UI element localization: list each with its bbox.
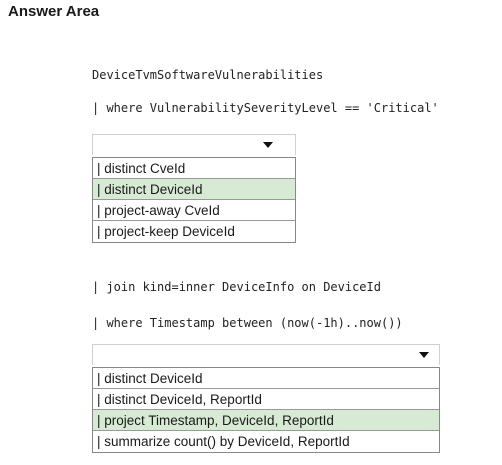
- dropdown-2-option[interactable]: | summarize count() by DeviceId, ReportI…: [97, 434, 350, 449]
- answer-area-title: Answer Area: [8, 3, 100, 20]
- chevron-down-icon[interactable]: [419, 352, 429, 358]
- dropdown-2-option[interactable]: | distinct DeviceId: [93, 368, 439, 389]
- dropdown-1-header[interactable]: [92, 134, 296, 155]
- dropdown-2-option-selected[interactable]: | project Timestamp, DeviceId, ReportId: [93, 410, 439, 431]
- dropdown-2-option[interactable]: | distinct DeviceId, ReportId: [93, 389, 439, 410]
- dropdown-1-options: | distinct CveId | distinct DeviceId | p…: [92, 157, 296, 243]
- dropdown-2-header[interactable]: [92, 344, 440, 365]
- code-line-where-severity: | where VulnerabilitySeverityLevel == 'C…: [92, 101, 439, 115]
- code-line-table: DeviceTvmSoftwareVulnerabilities: [92, 68, 324, 82]
- code-line-where-timestamp: | where Timestamp between (now(-1h)..now…: [92, 316, 403, 330]
- dropdown-1-option[interactable]: | distinct CveId: [93, 158, 295, 179]
- dropdown-1-option-selected[interactable]: | distinct DeviceId: [93, 179, 295, 200]
- code-line-join: | join kind=inner DeviceInfo on DeviceId: [92, 280, 381, 294]
- dropdown-1-option[interactable]: | project-away CveId: [93, 200, 295, 221]
- dropdown-1-option[interactable]: | project-keep DeviceId: [97, 224, 235, 239]
- chevron-down-icon[interactable]: [263, 142, 273, 148]
- dropdown-2-options: | distinct DeviceId | distinct DeviceId,…: [92, 367, 440, 453]
